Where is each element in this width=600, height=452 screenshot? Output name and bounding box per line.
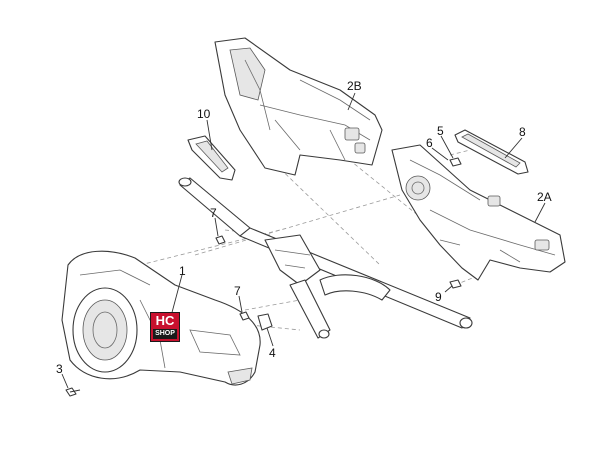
callout-10: 10 (197, 107, 211, 121)
callout-8: 8 (519, 125, 526, 139)
part-6-screw (449, 157, 462, 167)
callout-1: 1 (179, 264, 186, 278)
callout-2a: 2A (537, 190, 552, 204)
hc-shop-logo: HC SHOP (150, 312, 180, 342)
handlebar-tube (178, 177, 473, 339)
callout-7b: 7 (234, 284, 241, 298)
callout-9: 9 (435, 290, 442, 304)
part-7-screw-a (215, 235, 226, 245)
part-10-cover (187, 135, 236, 181)
logo-brand-text: HC (155, 313, 175, 328)
callout-5: 5 (437, 124, 444, 138)
part-2a-front-cover (391, 144, 566, 281)
callout-2b: 2B (347, 79, 362, 93)
part-8-strip (454, 129, 529, 175)
part-3-screw (65, 387, 81, 397)
callout-labels: 1 2A 2B 3 4 5 6 7 7 8 9 10 (56, 79, 552, 376)
part-7-screw-b (239, 311, 250, 321)
logo-sub-text: SHOP (153, 329, 177, 339)
leader-lines (61, 92, 546, 389)
callout-3: 3 (56, 362, 63, 376)
callout-4: 4 (269, 346, 276, 360)
part-2b-rear-cover (214, 37, 383, 176)
callout-6: 6 (426, 136, 433, 150)
part-4-clip (257, 313, 273, 331)
callout-7a: 7 (210, 206, 217, 220)
